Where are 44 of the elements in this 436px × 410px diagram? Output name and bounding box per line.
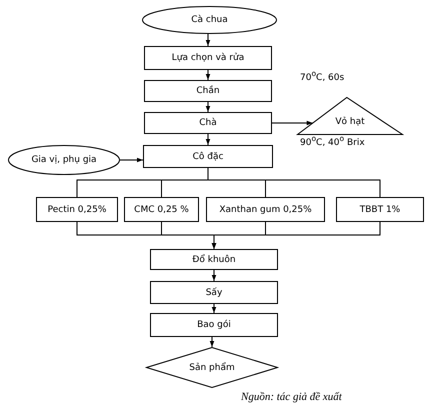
step-label: Chà: [199, 118, 217, 128]
process-box: [336, 197, 424, 222]
process-box: [36, 197, 118, 222]
process-box: [150, 313, 278, 337]
step-label: Sấy: [206, 288, 222, 298]
arrow: [206, 102, 210, 112]
step-label: Vỏ hạt: [335, 117, 365, 127]
process-box: [144, 112, 272, 134]
arrow: [212, 270, 216, 282]
arrow: [206, 70, 210, 80]
process-box: [206, 197, 325, 222]
arrow: [206, 34, 210, 46]
connector-line: [208, 168, 380, 198]
step-label: Cô đặc: [192, 152, 224, 162]
input-ellipse: [142, 6, 277, 34]
step-label: Pectin 0,25%: [48, 204, 106, 214]
process-condition: 90$^{o}$C, 40$^{o}$ Brix: [300, 134, 365, 148]
arrow: [120, 158, 144, 162]
step-label: Chần: [196, 86, 220, 96]
process-box: [124, 197, 199, 222]
arrow: [272, 120, 314, 126]
step-label: Bao gói: [197, 320, 231, 330]
process-box: [144, 46, 272, 70]
step-label: TBBT 1%: [360, 204, 400, 214]
step-label: Sản phẩm: [189, 362, 235, 372]
step-label: Cà chua: [191, 15, 228, 25]
arrow: [212, 222, 380, 250]
process-box: [150, 281, 278, 304]
process-condition: 70$^{o}$C, 60s: [300, 69, 344, 83]
process-box: [144, 80, 272, 102]
arrow: [210, 336, 214, 348]
arrow: [206, 134, 210, 146]
step-label: Lựa chọn và rửa: [172, 53, 244, 63]
step-label: Gia vị, phụ gia: [31, 155, 97, 165]
process-box: [150, 249, 278, 270]
step-label: CMC 0,25 %: [134, 204, 189, 214]
waste-triangle: [297, 97, 403, 135]
product-diamond: [146, 347, 278, 388]
caption: Nguồn: tác giả đề xuất: [241, 391, 342, 403]
step-label: Đổ khuôn: [192, 254, 236, 264]
process-box: [143, 145, 273, 168]
input-ellipse: [8, 145, 120, 175]
step-label: Xanthan gum 0,25%: [219, 204, 312, 214]
arrow: [212, 304, 216, 314]
